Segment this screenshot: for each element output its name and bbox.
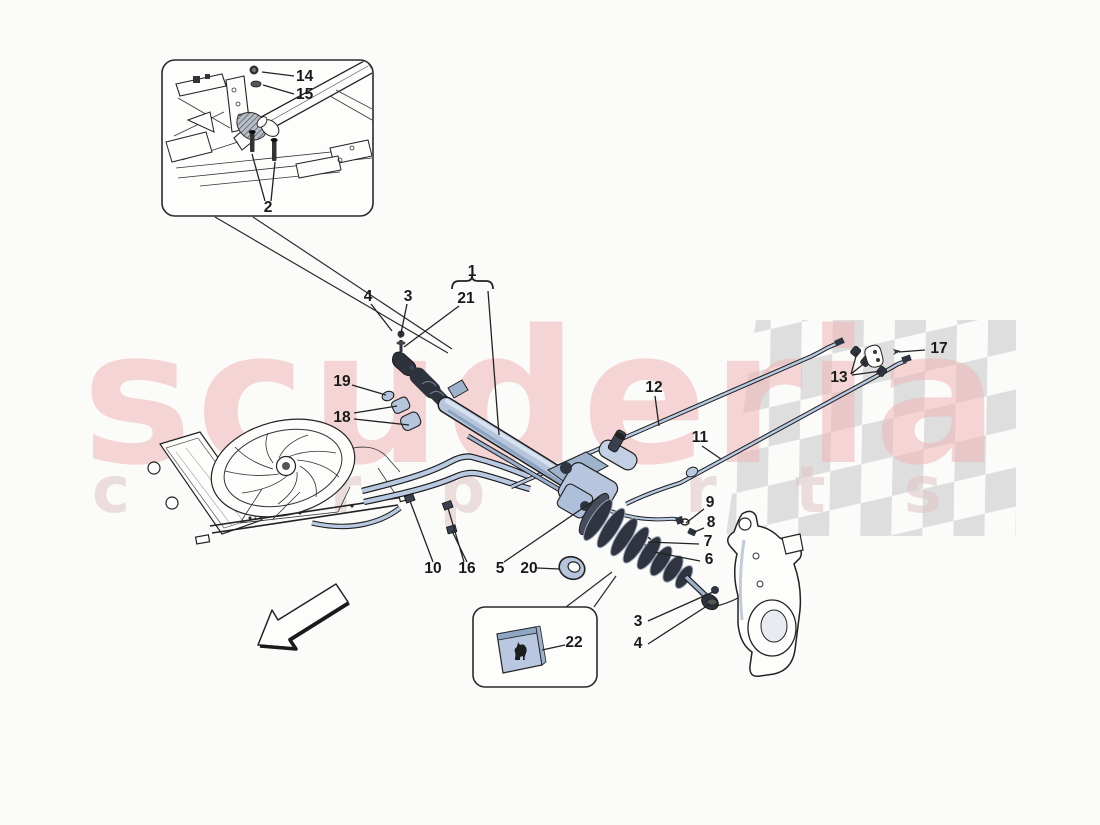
callout-label: 21 bbox=[457, 290, 475, 307]
wheel-upright bbox=[715, 510, 804, 678]
valve-body bbox=[547, 429, 638, 519]
callout-label: 9 bbox=[706, 494, 715, 511]
callout-label: 14 bbox=[296, 68, 314, 85]
direction-arrow bbox=[257, 583, 350, 651]
screw-17 bbox=[893, 349, 901, 355]
bolt-2a bbox=[250, 132, 255, 152]
bushing-ring-20 bbox=[558, 555, 586, 581]
callout-label: 5 bbox=[496, 560, 505, 577]
checkered-flag-watermark bbox=[726, 320, 1016, 536]
callout-label: 15 bbox=[296, 86, 314, 103]
callout-label: 13 bbox=[830, 369, 848, 386]
clamp-18b bbox=[399, 411, 422, 431]
bushing-ring-19 bbox=[381, 390, 395, 402]
bolt-2b bbox=[272, 140, 277, 161]
callout-label: 2 bbox=[264, 199, 273, 216]
callouts: 14 15 2 4 3 1 21 19 18 12 11 13 17 9 8 7… bbox=[264, 68, 948, 652]
steering-rack-assembly bbox=[381, 330, 719, 611]
inset-detail-box bbox=[161, 59, 453, 354]
callout-label: 22 bbox=[565, 634, 582, 651]
callout-label: 8 bbox=[707, 514, 716, 531]
cooling-fan bbox=[210, 418, 356, 518]
callout-label: 4 bbox=[634, 635, 643, 652]
callout-label: 3 bbox=[404, 288, 413, 305]
clamp-18a bbox=[390, 396, 411, 414]
bracket-1 bbox=[451, 275, 494, 290]
hydraulic-hoses bbox=[361, 453, 531, 535]
badge-plate-box bbox=[472, 571, 617, 688]
callout-label: 3 bbox=[634, 613, 643, 630]
callout-label: 18 bbox=[333, 409, 351, 426]
callout-label: 20 bbox=[520, 560, 537, 577]
tie-rod-washer-low bbox=[706, 598, 718, 606]
callout-label: 16 bbox=[458, 560, 476, 577]
callout-label: 12 bbox=[645, 379, 662, 396]
callout-label: 10 bbox=[424, 560, 441, 577]
callout-label: 4 bbox=[364, 288, 373, 305]
callout-label: 19 bbox=[333, 373, 351, 390]
washer-15 bbox=[250, 80, 262, 88]
hydraulic-pipes bbox=[510, 337, 912, 506]
rack-bellows-boot bbox=[578, 492, 694, 589]
washer-9 bbox=[680, 518, 690, 526]
leader-lines bbox=[251, 71, 926, 651]
radiator-fan-assembly bbox=[147, 418, 408, 545]
callout-label: 7 bbox=[704, 533, 713, 550]
callout-label: 17 bbox=[930, 340, 947, 357]
callout-label: 6 bbox=[705, 551, 714, 568]
callout-label: 1 bbox=[468, 263, 477, 280]
bolt-8 bbox=[687, 527, 697, 537]
prancing-horse-icon bbox=[514, 642, 527, 660]
tie-rod-washer-top bbox=[396, 341, 406, 345]
callout-label: 11 bbox=[692, 429, 709, 446]
